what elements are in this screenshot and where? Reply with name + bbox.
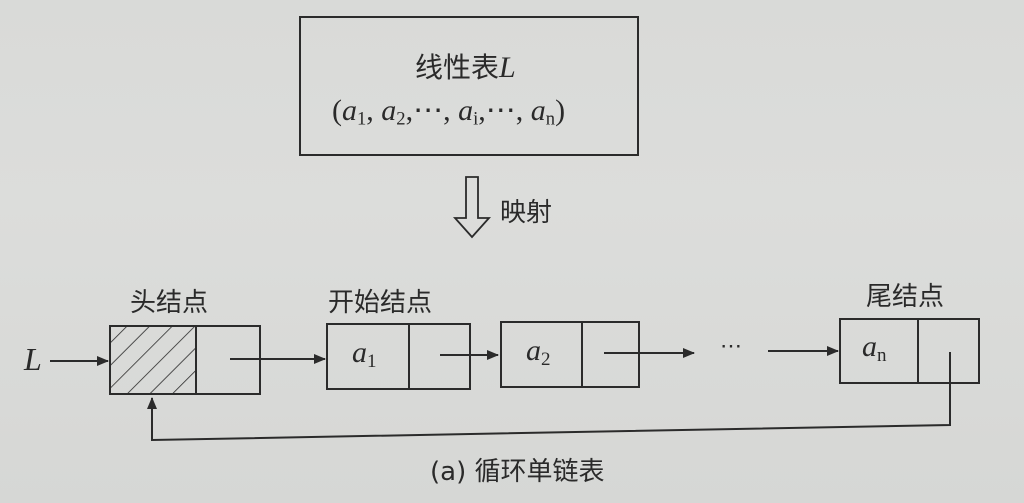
figure-caption: (a) 循环单链表	[430, 457, 605, 487]
first-node	[326, 323, 471, 390]
nodes-ellipsis: ⋯	[720, 334, 742, 359]
second-node	[500, 321, 640, 388]
tail-node-value: an	[862, 330, 887, 366]
linear-list-sequence: (a1, a2,⋯, ai,⋯, an)	[332, 94, 566, 130]
head-node-label: 头结点	[130, 288, 209, 318]
mapping-arrow-icon	[452, 176, 492, 239]
linear-list-title: 线性表L	[415, 46, 516, 86]
tail-node	[839, 318, 980, 384]
list-pointer-label: L	[24, 341, 42, 377]
head-node	[109, 325, 261, 395]
linear-list-title-var: L	[499, 51, 516, 84]
linear-list-title-cn: 线性表	[415, 51, 500, 84]
second-node-value: a2	[526, 334, 551, 370]
linear-list-box	[299, 16, 639, 156]
tail-node-label: 尾结点	[866, 282, 945, 312]
first-node-label: 开始结点	[328, 288, 433, 318]
circular-back-link	[147, 352, 951, 442]
mapping-label: 映射	[500, 198, 553, 228]
first-node-value: a1	[352, 336, 377, 372]
